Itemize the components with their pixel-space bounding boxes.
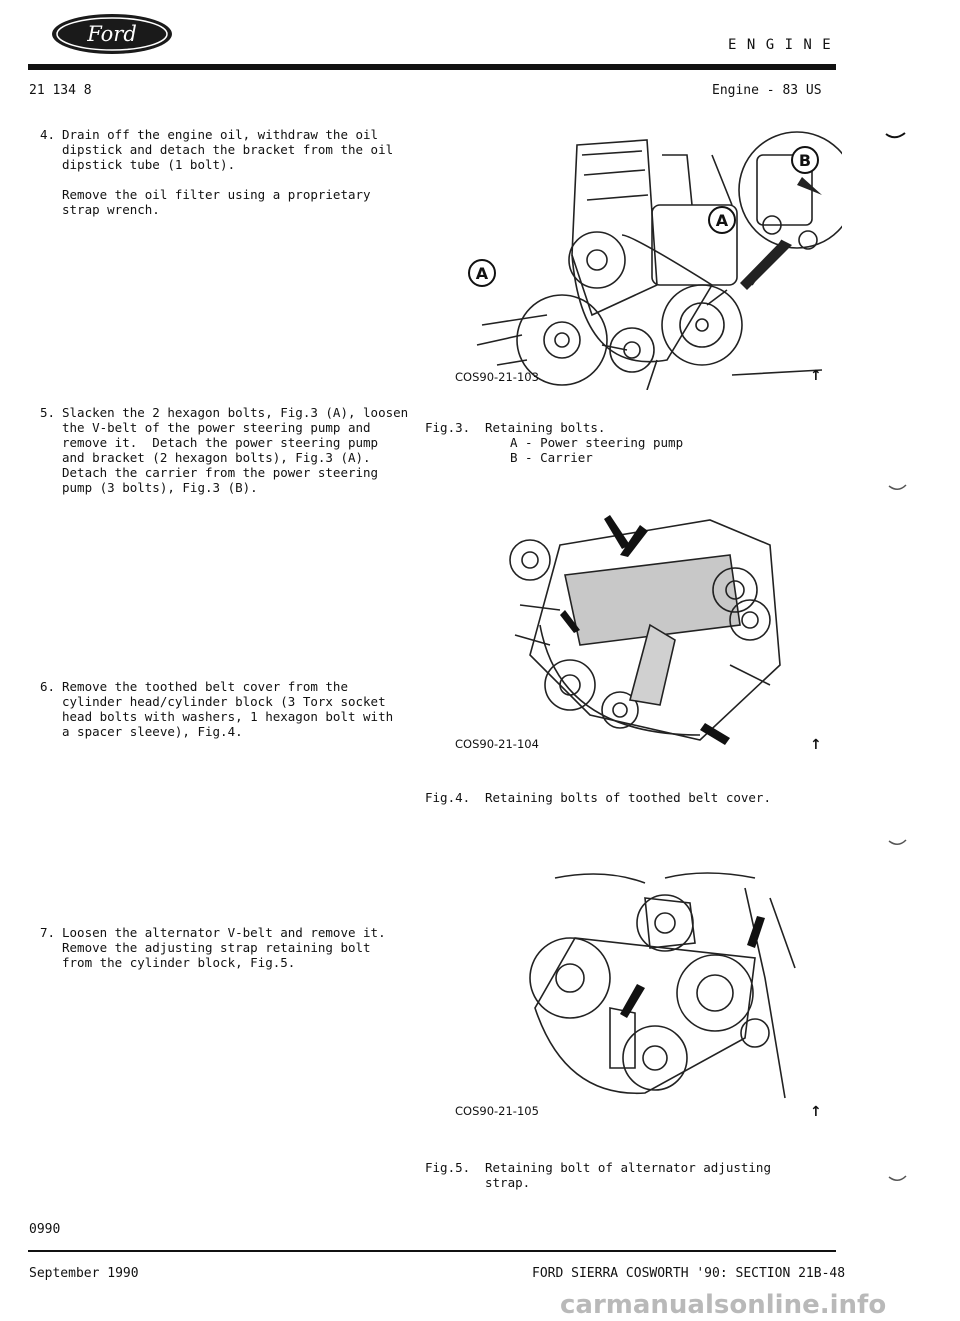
margin-tick-mark [888,1173,908,1188]
figure-3-arrow-mark: ↑ [810,368,822,384]
figure-legend-a: A - Power steering pump [510,435,684,450]
figure-4-code-label: COS90-21-104 [455,737,539,751]
footer-rule [28,1250,836,1252]
svg-text:A: A [716,211,729,230]
step-text: Remove the toothed belt cover from the c… [62,679,394,739]
figure-5-arrow-mark: ↑ [810,1104,822,1120]
margin-tick-mark [888,482,908,497]
svg-text:B: B [799,151,811,170]
footer-date: September 1990 [29,1266,139,1281]
figure-legend-b: B - Carrier [510,450,593,465]
footer-title: FORD SIERRA COSWORTH '90: SECTION 21B-48 [532,1266,846,1281]
ford-logo: Ford [50,12,174,56]
step-7: 7. Loosen the alternator V-belt and remo… [40,925,440,970]
figure-4-arrow-mark: ↑ [810,737,822,753]
margin-tick-mark [885,130,907,145]
step-text: Drain off the engine oil, withdraw the o… [62,127,394,172]
footer-code: 0990 [29,1222,61,1237]
figure-caption-text: Retaining bolts of toothed belt cover. [485,790,771,805]
svg-text:A: A [476,264,489,283]
header-rule-thick [28,64,836,70]
step-number: 7. [40,925,56,940]
step-5: 5. Slacken the 2 hexagon bolts, Fig.3 (A… [40,405,440,495]
callout-a-left: A [468,259,496,287]
svg-text:Ford: Ford [86,22,137,46]
callout-a-right: A [708,206,736,234]
figure-label: Fig.5. [425,1160,471,1175]
figure-label: Fig.3. [425,420,471,435]
step-text: Loosen the alternator V-belt and remove … [62,925,386,970]
step-6: 6. Remove the toothed belt cover from th… [40,679,440,739]
figure-label: Fig.4. [425,790,471,805]
engine-label: Engine - 83 US [712,83,822,98]
figure-4-illustration [500,505,800,745]
step-extra-text: Remove the oil filter using a proprietar… [62,187,371,217]
step-4: 4. Drain off the engine oil, withdraw th… [40,127,440,217]
callout-b: B [791,146,819,174]
step-number: 4. [40,127,56,142]
figure-5-illustration [515,868,815,1118]
margin-tick-mark [888,837,908,852]
page-ref: 21 134 8 [29,83,92,98]
figure-4-caption: Fig.4. Retaining bolts of toothed belt c… [425,790,845,805]
figure-3-illustration: A A B [452,115,856,391]
figure-caption-text: Retaining bolt of alternator adjusting s… [485,1160,771,1190]
figure-5-caption: Fig.5. Retaining bolt of alternator adju… [425,1160,845,1190]
step-number: 6. [40,679,56,694]
figure-3-caption: Fig.3. Retaining bolts. A - Power steeri… [425,420,825,465]
figure-5-code-label: COS90-21-105 [455,1104,539,1118]
step-text: Slacken the 2 hexagon bolts, Fig.3 (A), … [62,405,409,495]
section-title: E N G I N E [728,37,832,53]
figure-caption-text: Retaining bolts. [485,420,606,435]
figure-3-code-label: COS90-21-103 [455,370,539,384]
watermark: carmanualsonline.info [560,1290,887,1320]
step-number: 5. [40,405,56,420]
